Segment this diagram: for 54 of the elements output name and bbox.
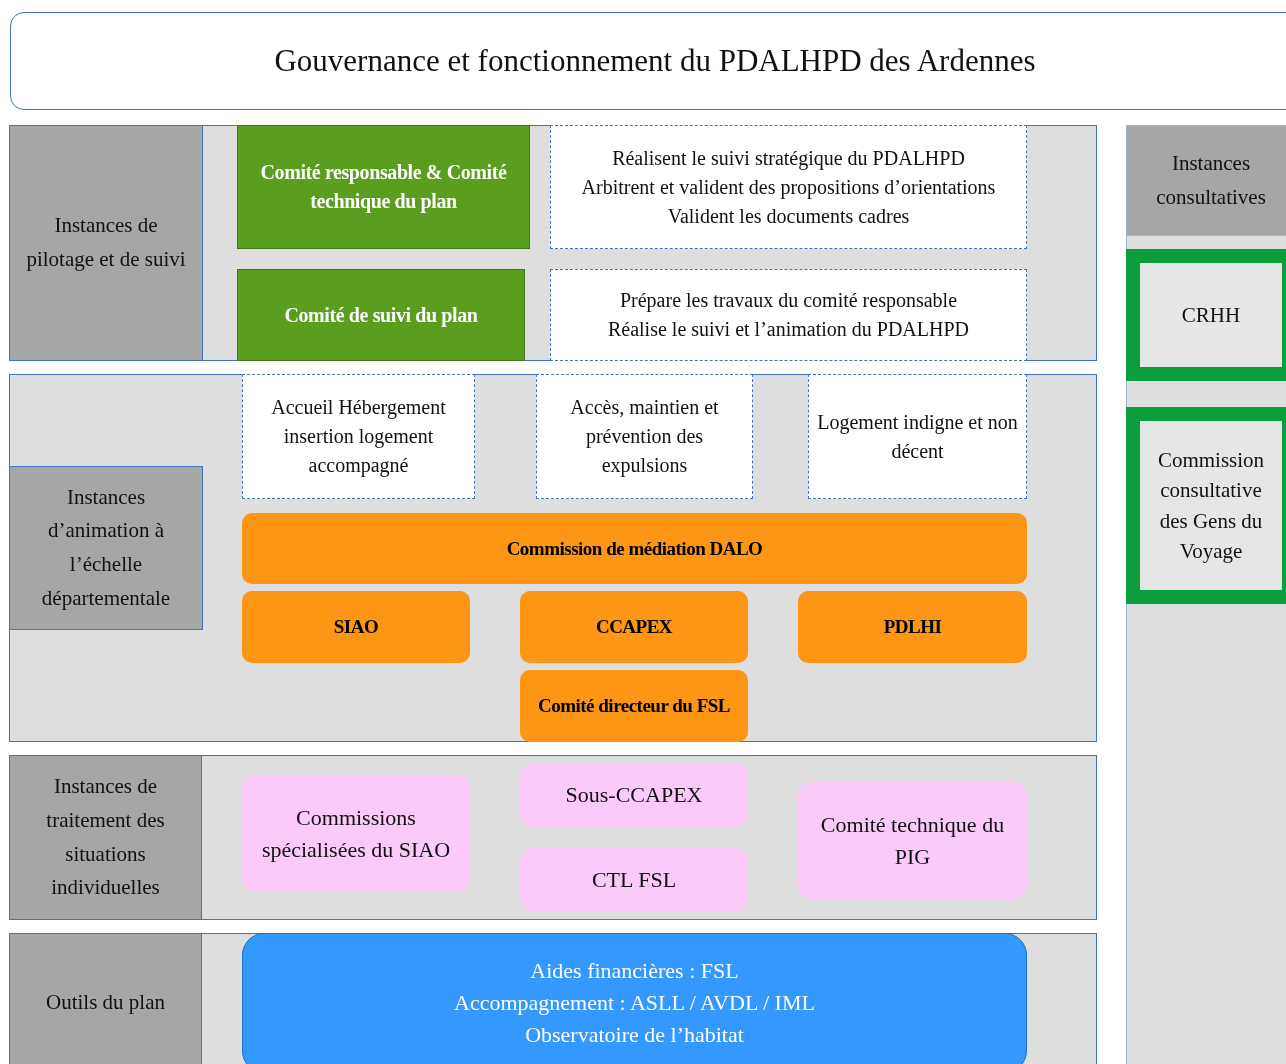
row-heading: Instances d’animation à l’échelle départementale bbox=[9, 466, 203, 630]
commission-box bbox=[242, 775, 470, 892]
box-label: Commission consultative des Gens du Voyage bbox=[1156, 446, 1266, 565]
side-column bbox=[1126, 125, 1286, 1064]
row-heading: Outils du plan bbox=[9, 933, 202, 1064]
body-box bbox=[242, 591, 470, 663]
title-banner: Gouvernance et fonctionnement du PDALHPD des Ardennes bbox=[10, 12, 1286, 110]
box-label: Comité technique du PIG bbox=[819, 810, 1006, 871]
box-label: Commission de médiation DALO bbox=[506, 536, 763, 561]
row-band bbox=[9, 374, 1097, 742]
box-label: Accueil Hébergement insertion logement accompagné bbox=[270, 395, 447, 479]
description-box bbox=[242, 374, 475, 499]
box-label: Comité responsable & Comité technique du plan bbox=[259, 160, 508, 215]
box-label: Commissions spécialisées du SIAO bbox=[260, 803, 452, 864]
commission-box bbox=[798, 782, 1027, 899]
box-label: CTL FSL bbox=[591, 866, 677, 895]
box-label: CRHH bbox=[1181, 301, 1241, 329]
text-line: Arbitrent et valident des propositions d’orientations bbox=[581, 174, 996, 201]
box-label: Sous-CCAPEX bbox=[565, 781, 703, 810]
text-line: Observatoire de l’habitat bbox=[525, 1020, 744, 1049]
box-label: CCAPEX bbox=[595, 615, 673, 640]
row-heading: Instances de traitement des situations individuelles bbox=[9, 755, 202, 920]
committee-box bbox=[237, 269, 525, 361]
commission-box bbox=[520, 848, 748, 912]
text-line: Réalisent le suivi stratégique du PDALHPD bbox=[612, 145, 965, 172]
text-line: Valident les documents cadres bbox=[667, 203, 910, 229]
commission-box bbox=[520, 763, 748, 827]
body-box bbox=[798, 591, 1027, 663]
body-box bbox=[520, 591, 748, 663]
box-label: Logement indigne et non décent bbox=[816, 409, 1019, 464]
description-box bbox=[808, 374, 1027, 499]
description-box bbox=[536, 374, 753, 499]
text-line: Accompagnement : ASLL / AVDL / IML bbox=[454, 989, 815, 1018]
box-label: Comité de suivi du plan bbox=[284, 302, 478, 329]
text-line: Réalise le suivi et l’animation du PDALHPD bbox=[607, 317, 970, 342]
description-box bbox=[550, 125, 1027, 249]
row-band bbox=[9, 755, 1097, 920]
consultative-box bbox=[1126, 407, 1286, 604]
committee-box bbox=[237, 125, 530, 249]
row-band bbox=[9, 933, 1097, 1064]
box-label: PDLHI bbox=[883, 615, 942, 640]
tools-box bbox=[242, 933, 1027, 1064]
description-box bbox=[550, 269, 1027, 361]
box-label: SIAO bbox=[333, 615, 379, 640]
row-band bbox=[9, 125, 1097, 361]
body-box bbox=[242, 513, 1027, 584]
box-label: Comité directeur du FSL bbox=[537, 694, 730, 719]
text-line: Aides financières : FSL bbox=[530, 957, 739, 986]
text-line: Prépare les travaux du comité responsable bbox=[619, 288, 958, 314]
box-label: Accès, maintien et prévention des expulsions bbox=[569, 395, 720, 479]
row-heading: Instances de pilotage et de suivi bbox=[9, 125, 203, 361]
consultative-box bbox=[1126, 249, 1286, 381]
row-heading: Instances consultatives bbox=[1126, 125, 1286, 236]
body-box bbox=[520, 670, 748, 742]
